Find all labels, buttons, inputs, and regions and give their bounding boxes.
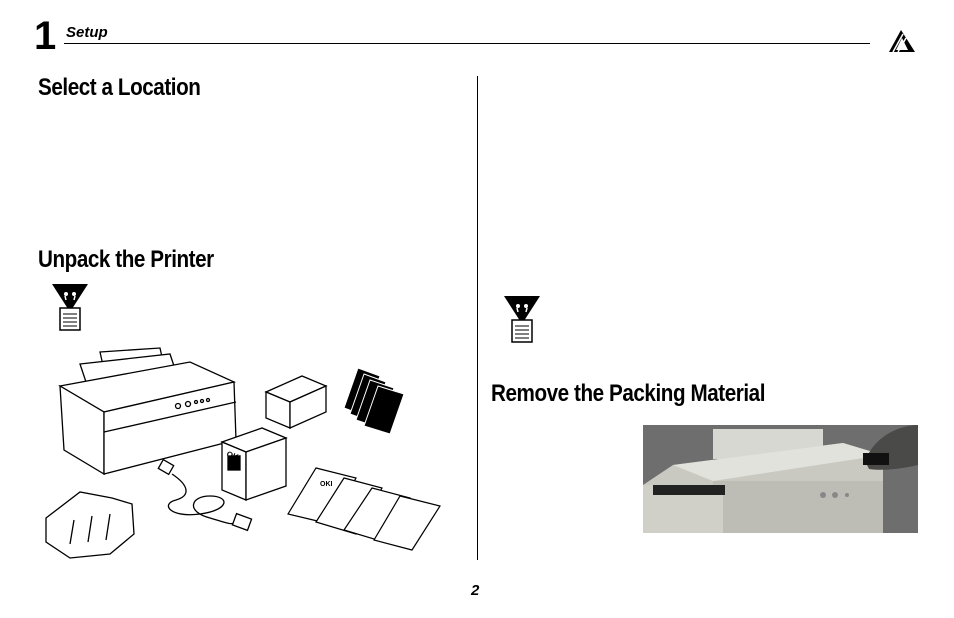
black-sheets-drawing [343,367,405,435]
packet-brand-label: OKI [320,481,333,488]
chapter-number: 1 [34,14,57,58]
column-divider [477,76,478,560]
header-rule [64,43,870,44]
cartridge-box-drawing: OKI [220,427,288,501]
heading-remove-packing: Remove the Packing Material [491,380,766,407]
small-box-drawing [264,375,328,430]
heading-unpack-printer: Unpack the Printer [38,246,214,273]
unpacked-items-illustration: OKI OKI [45,347,441,559]
heading-select-location: Select a Location [38,74,201,101]
packing-removal-photo [643,425,918,533]
note-icon [504,296,540,343]
printer-drawing [58,347,237,476]
page-number: 2 [471,582,480,599]
brand-logo-icon [889,30,915,53]
packing-insert-drawing [45,491,135,559]
ink-packets-drawing: OKI [287,467,441,551]
power-cable-drawing [157,458,253,532]
section-title: Setup [66,24,108,41]
note-icon [52,284,88,331]
